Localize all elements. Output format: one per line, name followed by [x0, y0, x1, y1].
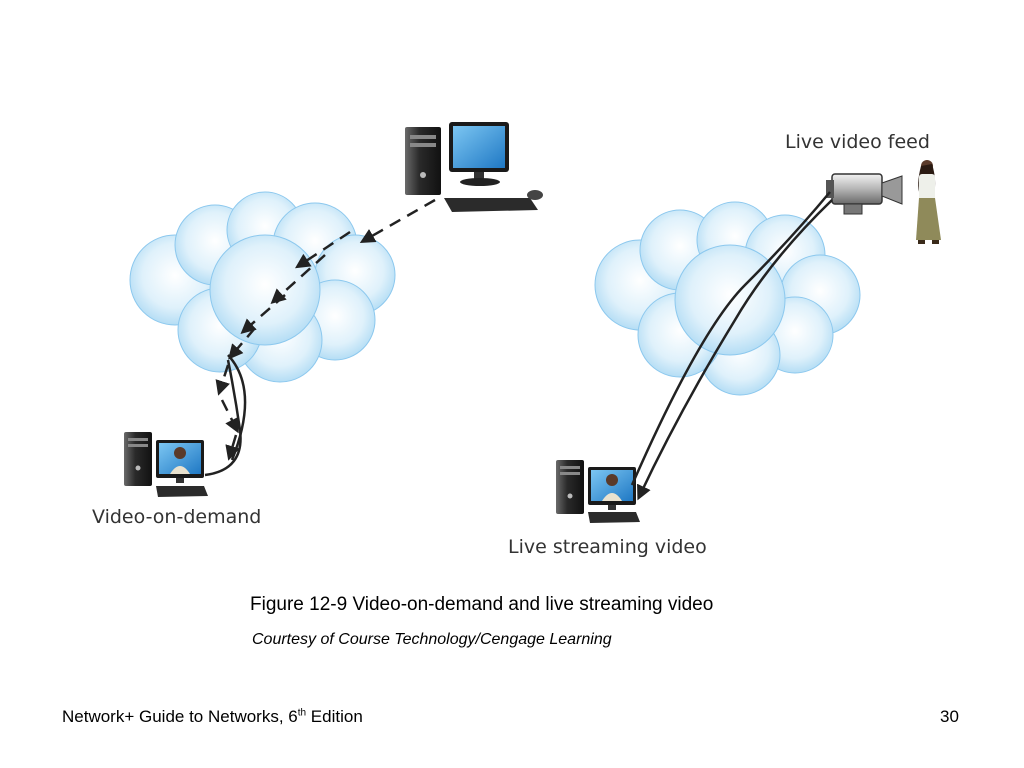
footer-title-sup: th — [297, 707, 307, 719]
footer-title-suffix: Edition — [306, 707, 363, 726]
figure-credit: Courtesy of Course Technology/Cengage Le… — [252, 631, 612, 648]
person-icon — [916, 160, 941, 244]
cloud-right — [594, 201, 861, 396]
vod-dashed-path-5 — [228, 327, 256, 360]
vod-dashed-path-4 — [240, 294, 286, 334]
footer-title-prefix: Network+ Guide to Networks, 6 — [62, 707, 298, 726]
vod-dashed-path-2 — [294, 230, 351, 269]
vod-stream-arrows — [204, 198, 436, 477]
cloud-left — [129, 191, 396, 383]
footer-book-title: Network+ Guide to Networks, 6th Edition — [62, 707, 363, 727]
live-uplink-line — [630, 191, 831, 486]
vod-dashed-path-1 — [359, 198, 436, 243]
live-stream-arrows — [630, 191, 833, 501]
page-number: 30 — [940, 707, 959, 726]
figure-caption: Figure 12-9 Video-on-demand and live str… — [250, 594, 714, 615]
vod-client-computer-icon — [124, 432, 208, 497]
live-downlink-line — [637, 199, 833, 501]
label-live-streaming-video: Live streaming video — [508, 536, 707, 558]
vod-return-line — [204, 359, 242, 477]
server-computer-icon — [405, 122, 543, 212]
label-video-on-demand: Video-on-demand — [92, 506, 261, 528]
label-live-video-feed: Live video feed — [785, 131, 930, 153]
vod-dashed-path-3 — [270, 254, 326, 305]
live-client-computer-icon — [556, 460, 640, 523]
vod-dashed-path-6 — [215, 364, 230, 396]
network-diagram: Live video feed Video-on-demand Live str… — [92, 122, 941, 558]
vod-dashed-path-7 — [220, 399, 239, 434]
vod-dashed-path-8 — [225, 434, 240, 461]
video-camera-icon — [826, 173, 903, 215]
